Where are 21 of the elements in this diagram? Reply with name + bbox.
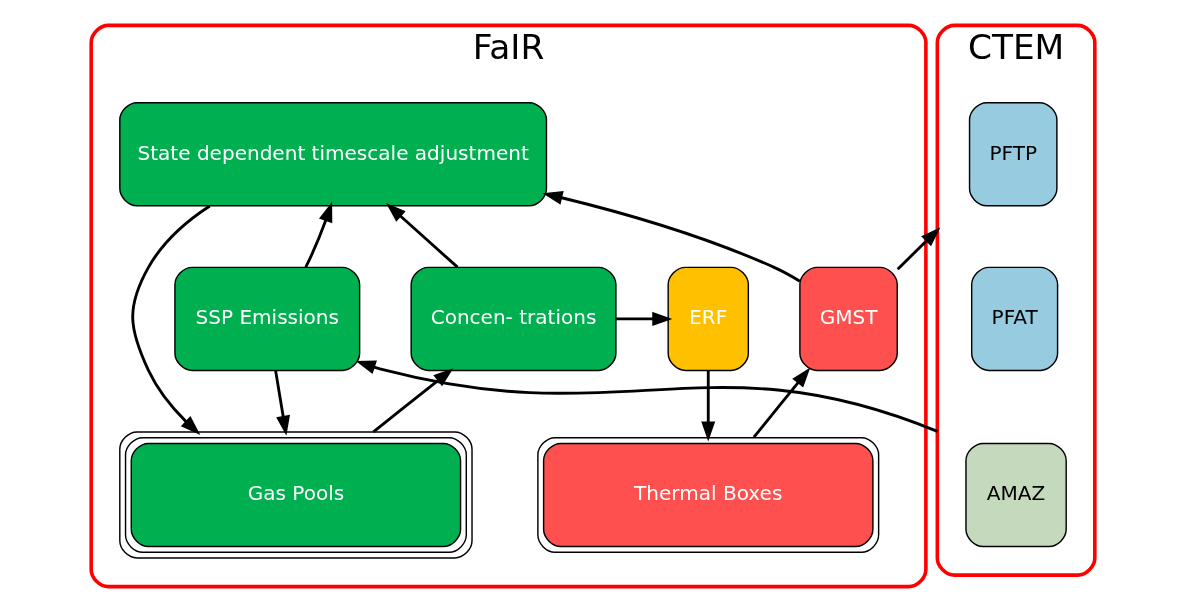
arrow [615, 311, 672, 326]
arrow [372, 368, 453, 433]
node-box: Thermal Boxes [536, 437, 879, 553]
node-box: ERF [666, 266, 749, 372]
arrow [542, 191, 801, 283]
arrow [273, 370, 290, 436]
node-box: State dependent timescale adjustment [118, 102, 547, 207]
arrow [304, 201, 332, 268]
arrow [355, 360, 938, 433]
arrow [896, 227, 940, 271]
node-box: AMAZ [964, 442, 1067, 548]
arrow [385, 203, 458, 269]
node-box: Gas Pools [118, 431, 473, 559]
node-box: Concen- trations [409, 266, 617, 372]
node-box: SSP Emissions [173, 266, 360, 372]
arrow [752, 367, 810, 439]
arrow [700, 370, 715, 442]
arrow [130, 204, 211, 435]
node-box: PFAT [970, 266, 1058, 372]
node-box: PFTP [968, 102, 1058, 207]
node-box: GMST [798, 266, 898, 372]
